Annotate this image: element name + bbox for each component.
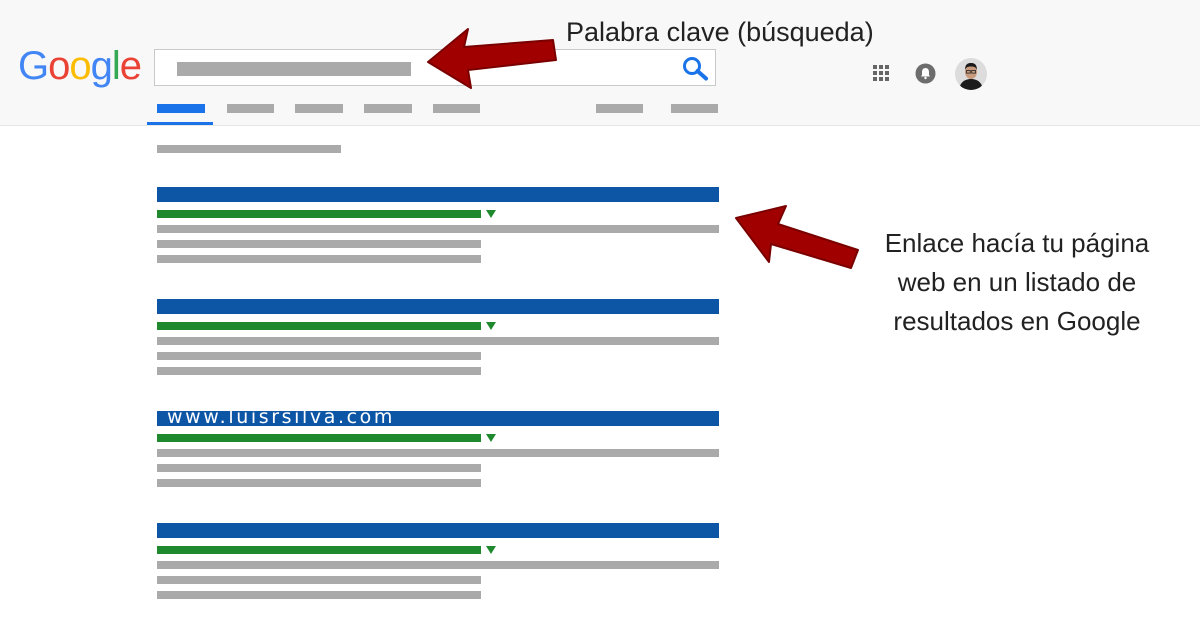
link-annotation: Enlace hacía tu página web en un listado…: [884, 228, 1150, 336]
header-bar: Google: [0, 0, 1200, 126]
result-snippet-line: [157, 479, 481, 487]
search-result: [157, 187, 719, 277]
notifications-icon[interactable]: [915, 63, 936, 84]
result-stats: [157, 145, 341, 153]
search-query-placeholder: [177, 62, 411, 76]
search-icon[interactable]: [681, 55, 711, 81]
result-snippet-line: [157, 337, 719, 345]
logo-letter: l: [111, 44, 121, 88]
tab-more[interactable]: [433, 104, 480, 113]
tab-all[interactable]: [157, 104, 205, 113]
result-snippet-line: [157, 352, 481, 360]
keyword-annotation: Palabra clave (búsqueda): [566, 17, 874, 47]
result-snippet-line: [157, 561, 719, 569]
caret-down-icon[interactable]: [486, 322, 496, 330]
result-snippet-line: [157, 449, 719, 457]
result-url[interactable]: [157, 322, 481, 330]
google-logo[interactable]: Google: [18, 44, 142, 89]
tab-news[interactable]: [295, 104, 343, 113]
result-url[interactable]: [157, 210, 481, 218]
tab-tools[interactable]: [671, 104, 718, 113]
result-title-link[interactable]: [157, 187, 719, 202]
logo-letter: o: [69, 44, 91, 88]
arrow-to-search-icon: [427, 28, 557, 89]
result-title-link[interactable]: www.luisrsilva.com: [157, 407, 719, 427]
search-result: www.luisrsilva.com: [157, 407, 719, 501]
avatar[interactable]: [955, 58, 987, 90]
logo-letter: e: [119, 44, 142, 88]
result-title-link[interactable]: [157, 523, 719, 538]
result-snippet-line: [157, 255, 481, 263]
tab-images[interactable]: [227, 104, 274, 113]
result-url[interactable]: [157, 546, 481, 554]
tab-videos[interactable]: [364, 104, 412, 113]
logo-letter: o: [48, 44, 70, 88]
search-result: [157, 523, 719, 613]
caret-down-icon[interactable]: [486, 546, 496, 554]
result-url[interactable]: [157, 434, 481, 442]
active-tab-indicator: [147, 122, 213, 125]
result-snippet-line: [157, 591, 481, 599]
logo-letter: g: [90, 44, 113, 88]
apps-icon[interactable]: [873, 65, 889, 81]
search-result: [157, 299, 719, 389]
logo-letter: G: [18, 44, 49, 88]
result-snippet-line: [157, 367, 481, 375]
caret-down-icon[interactable]: [486, 210, 496, 218]
user-avatar-image: [955, 58, 987, 90]
result-snippet-line: [157, 576, 481, 584]
result-snippet-line: [157, 464, 481, 472]
result-title-link[interactable]: [157, 299, 719, 314]
result-snippet-line: [157, 225, 719, 233]
result-title-text: www.luisrsilva.com: [167, 406, 395, 428]
tab-settings[interactable]: [596, 104, 643, 113]
caret-down-icon[interactable]: [486, 434, 496, 442]
result-snippet-line: [157, 240, 481, 248]
arrow-to-result-icon: [735, 205, 859, 269]
